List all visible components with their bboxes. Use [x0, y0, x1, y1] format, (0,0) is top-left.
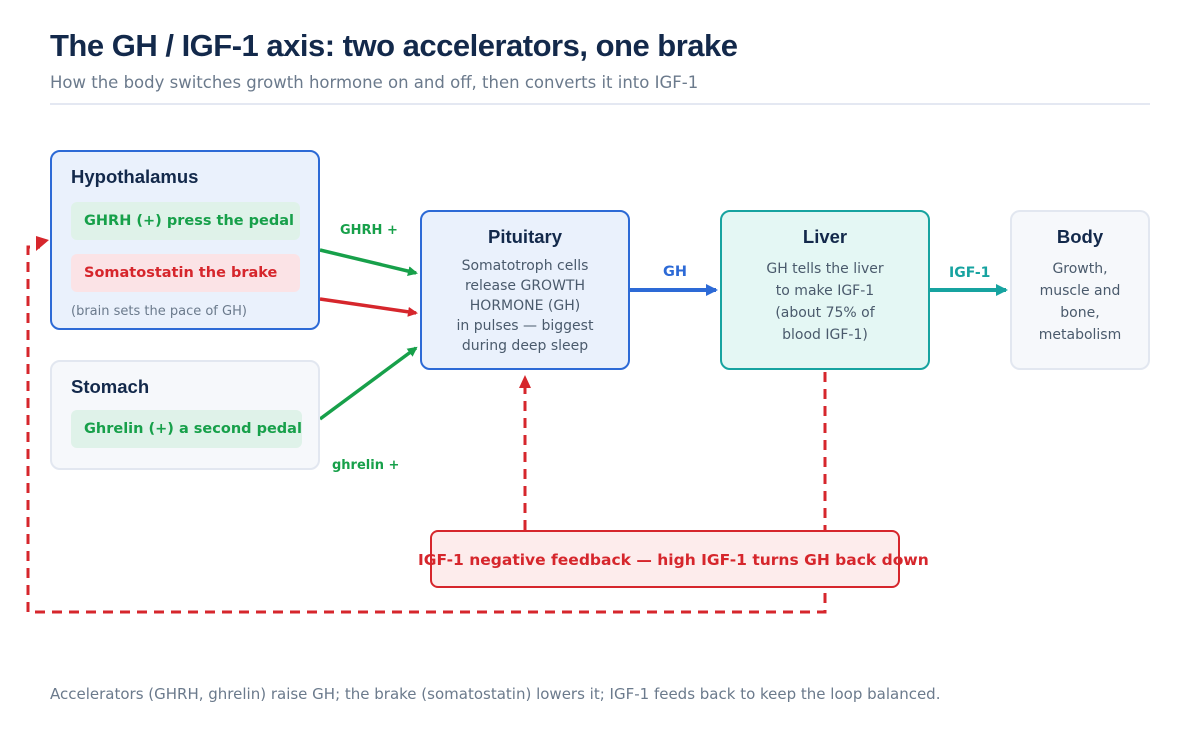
body-line: Growth,: [1052, 261, 1108, 277]
gh-edge-label: GH: [663, 264, 688, 280]
liver-box: Liver GH tells the liver to make IGF-1 (…: [720, 210, 930, 370]
feedback-box: [430, 530, 900, 588]
body-line: muscle and: [1039, 283, 1121, 299]
footer-note: Accelerators (GHRH, ghrelin) raise GH; t…: [50, 685, 941, 703]
ghrh-edge-label: GHRH +: [340, 223, 398, 238]
hypothalamus-box: Hypothalamus GHRH (+) press the pedal So…: [50, 150, 320, 330]
ghrh-arrow: [319, 248, 418, 276]
somatostatin-arrow: [319, 297, 418, 317]
pituitary-title: Pituitary: [487, 226, 563, 247]
ghrelin-edge-label: ghrelin +: [332, 458, 400, 473]
pituitary-line: HORMONE (GH): [469, 298, 581, 314]
igf1-edge-label: IGF-1: [949, 265, 991, 281]
liver-line: (about 75% of: [775, 305, 875, 321]
stomach-box: Stomach Ghrelin (+) a second pedal: [50, 360, 320, 470]
body-line: metabolism: [1038, 327, 1122, 343]
pituitary-line: during deep sleep: [461, 338, 589, 354]
somatostatin-pill: Somatostatin the brake: [71, 254, 300, 292]
feedback-label: IGF-1 negative feedback — high IGF-1 tur…: [418, 551, 929, 569]
feedback-to-hypothalamus-arrowhead: [36, 236, 49, 251]
liver-line: blood IGF-1): [782, 327, 868, 343]
pituitary-line: Somatotroph cells: [461, 258, 589, 274]
ghrelin-pill: Ghrelin (+) a second pedal: [71, 410, 302, 448]
body-box: Body Growth, muscle and bone, metabolism: [1010, 210, 1150, 370]
stomach-title: Stomach: [71, 376, 150, 397]
ghrh-pill: GHRH (+) press the pedal: [71, 202, 300, 240]
ghrelin-arrow: [318, 346, 418, 421]
liver-line: GH tells the liver: [766, 261, 884, 277]
body-title: Body: [1056, 226, 1104, 247]
pituitary-line: in pulses — biggest: [456, 318, 594, 334]
header-divider: [50, 103, 1150, 105]
page-subtitle: How the body switches growth hormone on …: [50, 73, 699, 92]
pituitary-line: release GROWTH: [464, 278, 586, 294]
hypothalamus-title: Hypothalamus: [71, 166, 199, 187]
page-title: The GH / IGF-1 axis: two accelerators, o…: [50, 28, 738, 63]
feedback-to-pituitary-arrowhead: [519, 375, 531, 388]
hypothalamus-note: (brain sets the pace of GH): [71, 304, 247, 319]
body-line: bone,: [1060, 305, 1100, 321]
liver-description: GH tells the liver to make IGF-1 (about …: [722, 258, 928, 346]
liver-title: Liver: [802, 226, 848, 247]
body-description: Growth, muscle and bone, metabolism: [1012, 258, 1148, 346]
pituitary-description: Somatotroph cells release GROWTH HORMONE…: [422, 256, 628, 356]
pituitary-box: Pituitary Somatotroph cells release GROW…: [420, 210, 630, 370]
liver-line: to make IGF-1: [775, 283, 875, 299]
